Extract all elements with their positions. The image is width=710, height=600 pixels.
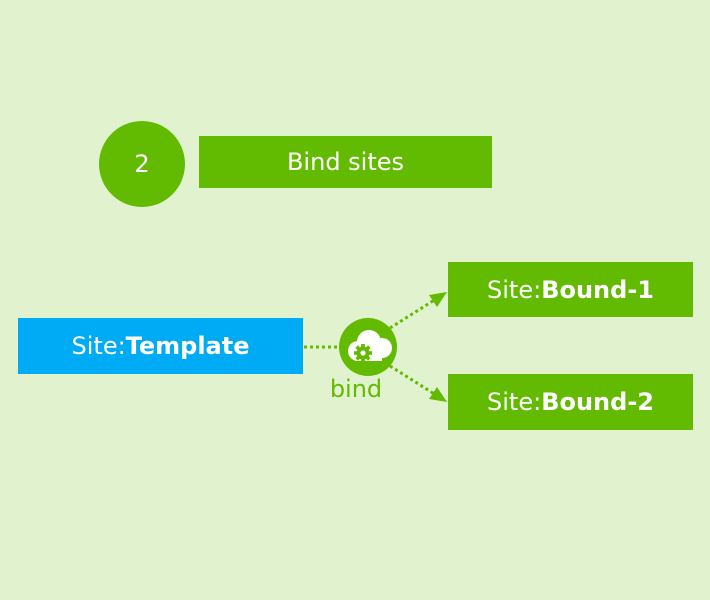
bound-site-1-prefix: Site: — [487, 275, 542, 304]
arrowhead-icon — [429, 387, 447, 402]
bound-site-2-box: Site: Bound-2 — [448, 374, 693, 430]
step-number-badge: 2 — [99, 121, 185, 207]
template-site-name: Template — [125, 332, 250, 360]
bind-label: bind — [329, 375, 383, 403]
step-title: Bind sites — [286, 148, 405, 176]
bound-site-1-box: Site: Bound-1 — [448, 262, 693, 317]
step-number: 2 — [134, 150, 150, 178]
bound-site-2-prefix: Site: — [487, 388, 542, 416]
step-title-banner: Bind sites — [199, 136, 492, 188]
bound-site-1-name: Bound-1 — [541, 275, 654, 304]
bind-to-bound-2-connector — [389, 364, 437, 397]
bind-to-bound-1-connector — [389, 297, 437, 330]
template-site-box: Site: Template — [18, 318, 303, 374]
bound-site-2-name: Bound-2 — [541, 388, 654, 416]
arrowhead-icon — [429, 292, 447, 307]
cloud-gear-icon — [339, 318, 397, 376]
template-site-prefix: Site: — [71, 332, 126, 360]
